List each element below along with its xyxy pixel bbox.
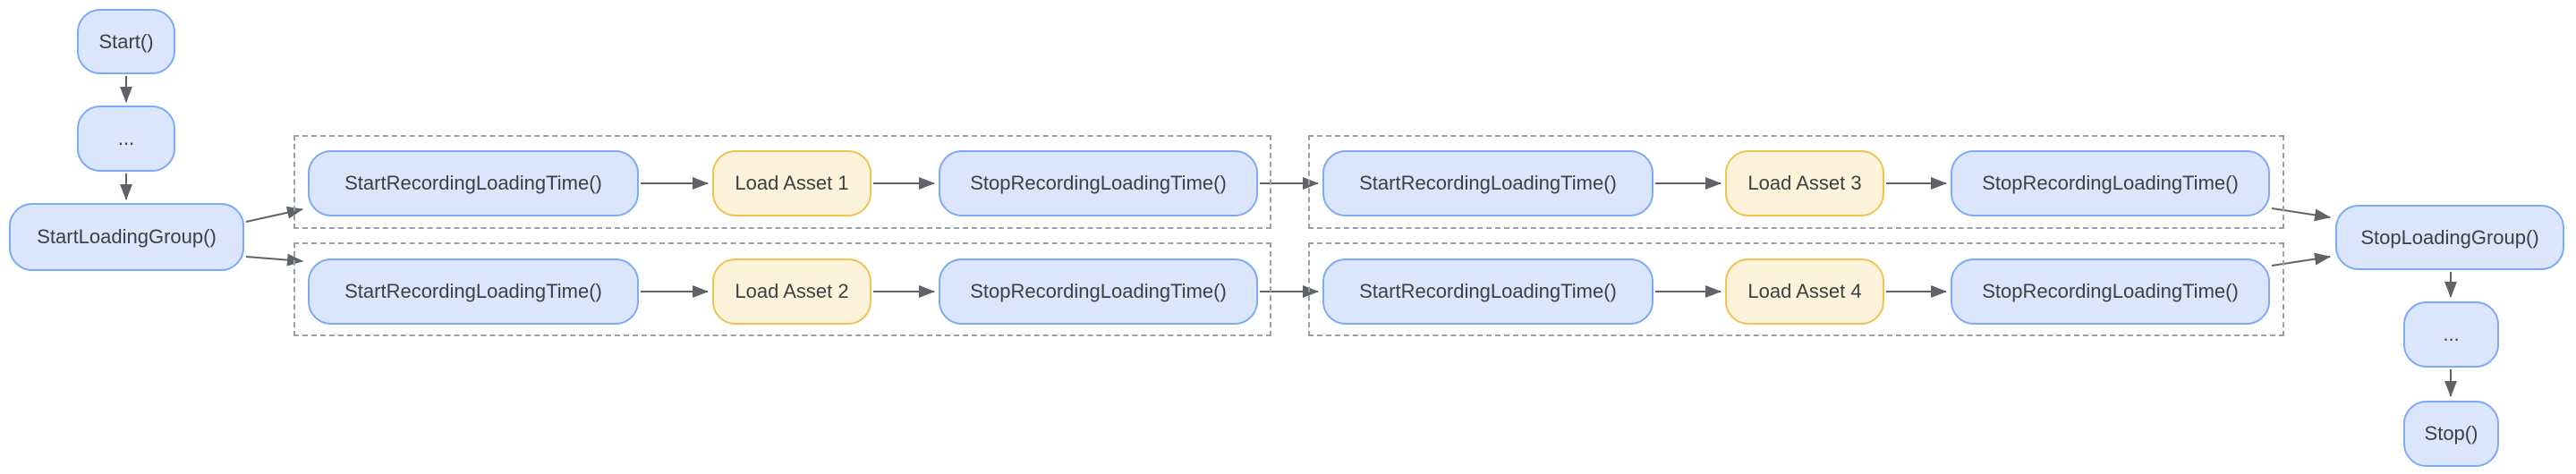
node-load-asset-1: Load Asset 1 bbox=[712, 150, 871, 216]
node-g2r1-start-recording-loading-time: StartRecordingLoadingTime() bbox=[1322, 150, 1654, 216]
connector-slg-to-g1r1 bbox=[245, 206, 303, 223]
connector-slg-to-g1r2 bbox=[245, 253, 303, 267]
loading-group-1-row-2-box bbox=[293, 242, 1271, 336]
node-g1r2-stop-recording-loading-time: StopRecordingLoadingTime() bbox=[939, 258, 1258, 325]
node-load-asset-2: Load Asset 2 bbox=[712, 258, 871, 325]
loading-group-1-row-1-box bbox=[293, 135, 1271, 229]
node-g2r2-stop-recording-loading-time: StopRecordingLoadingTime() bbox=[1951, 258, 2270, 325]
node-stop: Stop() bbox=[2403, 401, 2499, 467]
node-stop-loading-group: StopLoadingGroup() bbox=[2335, 205, 2564, 270]
node-start: Start() bbox=[77, 9, 175, 74]
connector-g2r1-stop-to-stop-loading-group bbox=[2271, 207, 2331, 222]
node-g2r1-stop-recording-loading-time: StopRecordingLoadingTime() bbox=[1951, 150, 2270, 216]
node-g2r2-start-recording-loading-time: StartRecordingLoadingTime() bbox=[1322, 258, 1654, 325]
node-ellipsis-top: ... bbox=[77, 106, 175, 172]
connector-g2r2-stop-to-stop-loading-group bbox=[2271, 252, 2331, 267]
node-g1r1-stop-recording-loading-time: StopRecordingLoadingTime() bbox=[939, 150, 1258, 216]
node-g1r1-start-recording-loading-time: StartRecordingLoadingTime() bbox=[308, 150, 639, 216]
node-start-loading-group: StartLoadingGroup() bbox=[9, 203, 244, 271]
node-load-asset-4: Load Asset 4 bbox=[1725, 258, 1884, 325]
node-load-asset-3: Load Asset 3 bbox=[1725, 150, 1884, 216]
node-ellipsis-bottom: ... bbox=[2403, 301, 2499, 368]
node-g1r2-start-recording-loading-time: StartRecordingLoadingTime() bbox=[308, 258, 639, 325]
